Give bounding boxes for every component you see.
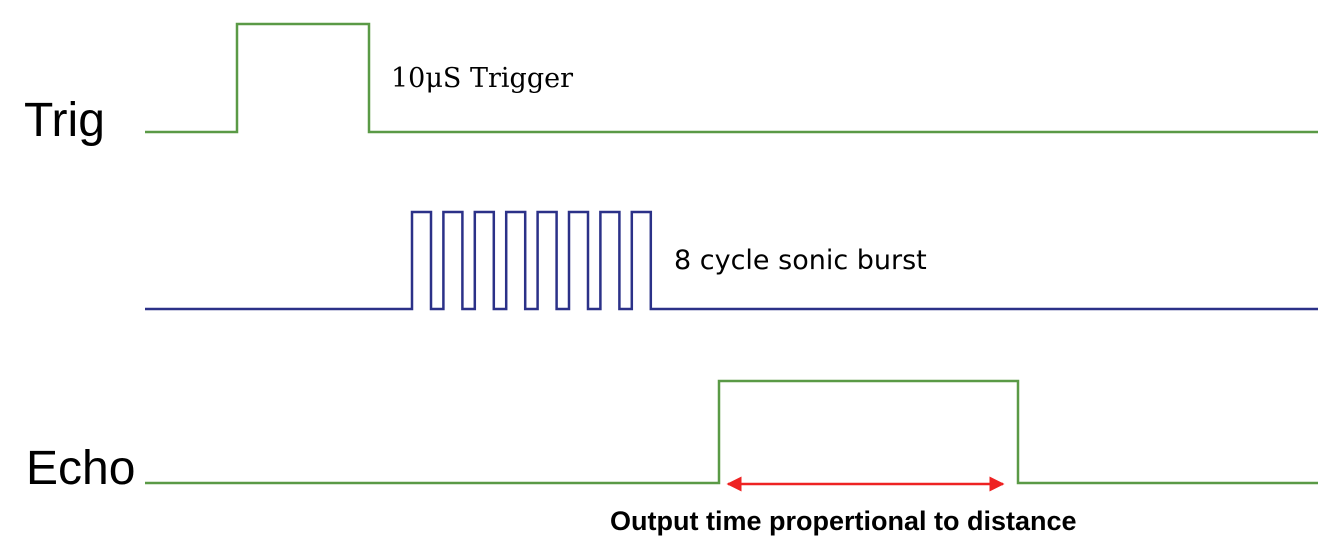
trig-label: Trig — [24, 94, 105, 147]
echo-waveform — [145, 379, 1318, 485]
duration-label: Output time propertional to distance — [610, 506, 1077, 536]
trig-waveform — [145, 22, 1318, 134]
echo-label: Echo — [26, 442, 135, 495]
burst-waveform — [145, 210, 1318, 311]
burst-annotation: 8 cycle sonic burst — [674, 245, 927, 276]
trig-annotation: 10μS Trigger — [391, 63, 573, 94]
